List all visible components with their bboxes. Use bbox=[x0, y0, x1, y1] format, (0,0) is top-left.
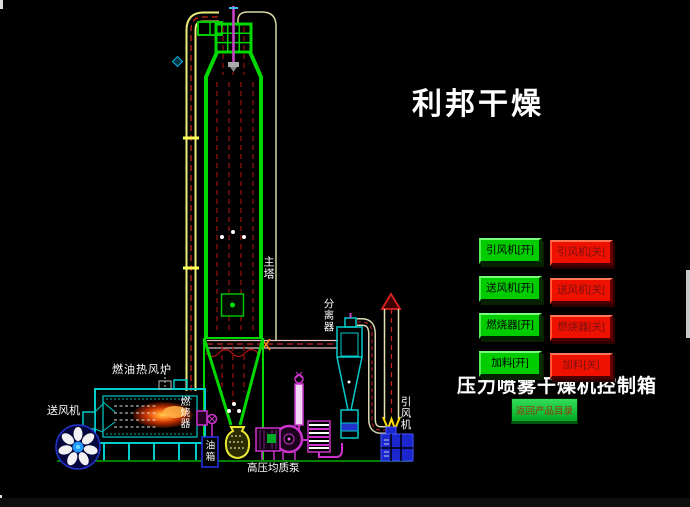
top-left-corner-mark bbox=[0, 0, 3, 9]
supply-fan-off-button[interactable]: 送风机[关] bbox=[550, 278, 613, 304]
panel-heading: 压力喷雾干燥机控制箱 bbox=[457, 376, 658, 397]
oil-tank bbox=[201, 436, 219, 468]
burner bbox=[196, 410, 218, 437]
feed-on-button[interactable]: 加料[开] bbox=[479, 351, 542, 377]
oil-tank-label: 油箱 bbox=[203, 440, 215, 463]
induced-fan-on-button[interactable]: 引风机[开] bbox=[479, 238, 542, 264]
cyclone-outlet-pipe bbox=[357, 318, 388, 434]
return-catalog-button[interactable]: 返回产品目录 bbox=[511, 398, 578, 424]
tower-to-cyclone-duct bbox=[207, 338, 338, 351]
bottom-strip bbox=[0, 498, 690, 507]
hot-air-pipe bbox=[183, 11, 223, 391]
right-edge-strip bbox=[686, 270, 690, 338]
high-pressure-pump bbox=[255, 371, 343, 460]
product-pot bbox=[224, 426, 251, 460]
burner-on-button[interactable]: 燃烧器[开] bbox=[479, 313, 542, 339]
burner-off-button[interactable]: 燃烧器[关] bbox=[550, 315, 613, 341]
main-tower-label: 主塔 bbox=[262, 256, 275, 280]
feed-off-button[interactable]: 加料[关] bbox=[550, 353, 613, 379]
induced-fan-off-button[interactable]: 引风机[关] bbox=[550, 240, 613, 266]
induced-fan-label: 引风机 bbox=[399, 396, 412, 431]
supply-fan-on-button[interactable]: 送风机[开] bbox=[479, 276, 542, 302]
cyclone-separator bbox=[336, 313, 363, 439]
burner-label: 燃烧器 bbox=[178, 396, 189, 429]
separator-label: 分离器 bbox=[322, 298, 335, 333]
company-title: 利邦干燥 bbox=[412, 88, 544, 121]
induced-draft-fan bbox=[380, 426, 414, 462]
pump-label: 高压均质泵 bbox=[247, 462, 300, 474]
spray-nozzle bbox=[228, 62, 239, 67]
tower-exhaust-line bbox=[237, 11, 277, 341]
oil-furnace bbox=[82, 373, 206, 460]
furnace-label: 燃油热风炉 bbox=[112, 364, 172, 376]
supply-fan-label: 送风机 bbox=[47, 405, 80, 417]
chimney bbox=[380, 292, 402, 432]
supply-fan bbox=[55, 424, 101, 470]
